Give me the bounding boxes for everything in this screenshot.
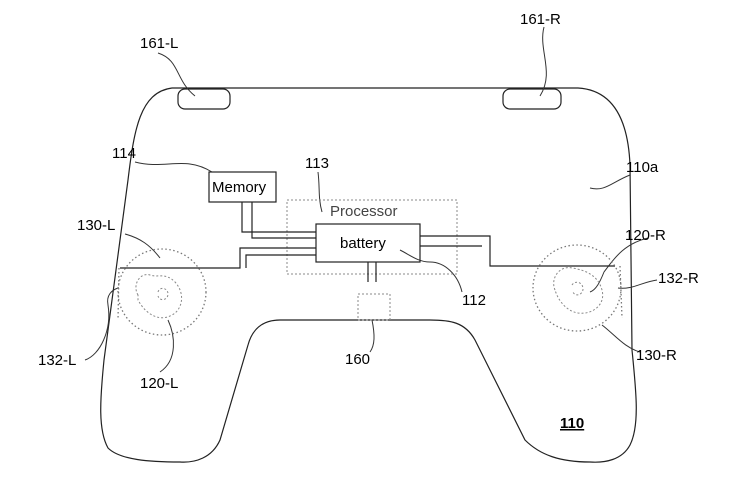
label-112: 112: [462, 292, 486, 309]
leader-114: [134, 161, 213, 173]
leader-112: [399, 249, 463, 293]
memory-wire-b: [251, 202, 316, 239]
label-132-R: 132-R: [658, 270, 699, 287]
left-wire-a: [120, 247, 316, 269]
leader-161-L: [157, 52, 196, 97]
leader-160: [369, 319, 375, 353]
sensor-area-right: [532, 244, 622, 332]
battery-box-label: battery: [340, 235, 386, 252]
label-113: 113: [305, 155, 329, 172]
leader-130-L: [124, 233, 161, 259]
leader-130-R: [601, 324, 641, 353]
label-120-L: 120-L: [140, 375, 178, 392]
label-114: 114: [112, 145, 136, 162]
leader-161-R: [539, 26, 547, 97]
label-device-110: 110: [560, 415, 584, 432]
edge-marker-left: [117, 267, 120, 321]
label-161-R: 161-R: [520, 11, 561, 28]
memory-box-label: Memory: [212, 179, 267, 196]
label-130-L: 130-L: [77, 217, 115, 234]
label-110a: 110a: [626, 159, 659, 176]
left-wire-b: [245, 254, 316, 262]
leader-132-R: [617, 279, 658, 289]
leader-132-L: [84, 287, 119, 361]
processor-region-label: Processor: [330, 203, 398, 220]
bumper-left: [177, 88, 231, 110]
thumbstick-right: [553, 267, 604, 314]
label-132-L: 132-L: [38, 352, 76, 369]
connector-box: [357, 293, 391, 321]
label-120-R: 120-R: [625, 227, 666, 244]
label-161-L: 161-L: [140, 35, 178, 52]
right-wire-a: [420, 235, 615, 267]
processor-region: [286, 199, 458, 275]
leader-120-L: [159, 319, 174, 373]
thumbstick-left: [135, 274, 183, 319]
leader-120-R: [589, 237, 649, 293]
leader-113: [317, 171, 323, 213]
edge-marker-right: [619, 265, 623, 319]
bumper-right: [502, 88, 562, 110]
sensor-area-left: [117, 248, 207, 336]
memory-wire-a: [241, 202, 316, 233]
leader-110a: [589, 174, 631, 190]
label-130-R: 130-R: [636, 347, 677, 364]
controller-body-outline: [100, 87, 637, 463]
label-160: 160: [345, 351, 370, 368]
